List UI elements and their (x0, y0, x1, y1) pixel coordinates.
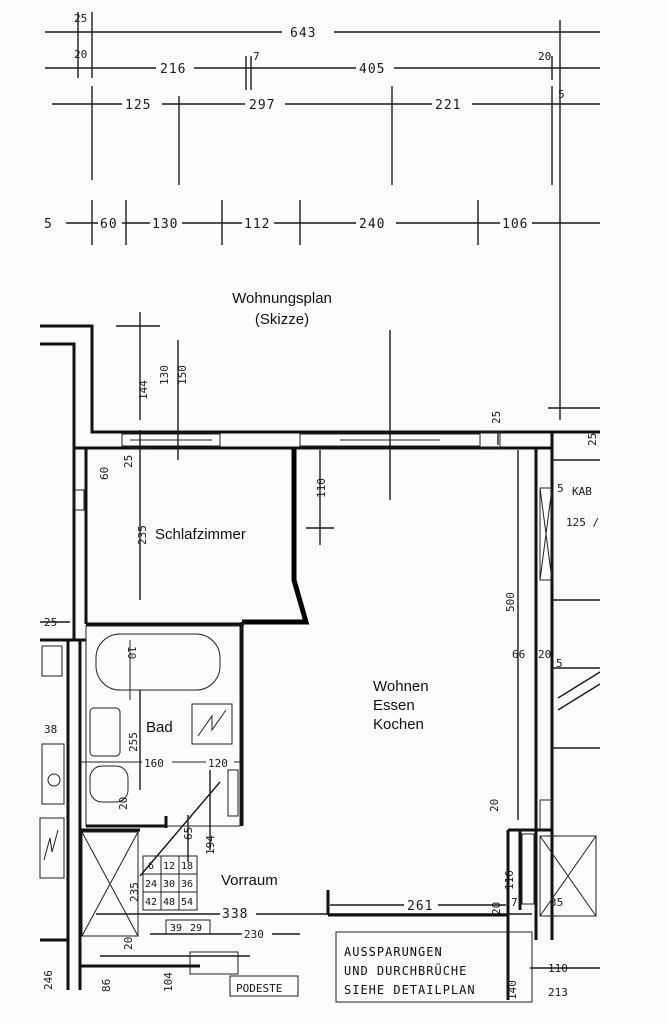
table-footer-cell: 39 (170, 923, 182, 934)
dim-643: 643 (290, 26, 316, 41)
dim-160: 160 (144, 757, 164, 770)
number-table: 6 12 18 24 30 36 42 48 54 39 29 (142, 855, 211, 935)
dim-297: 297 (249, 98, 275, 113)
dim-110-a: 110 (315, 478, 328, 498)
dim-255: 255 (127, 732, 140, 752)
lower-walls: 261 20 110 20 7 35 140 110 213 (326, 799, 600, 1000)
table-cell: 48 (163, 897, 175, 908)
hallway: 65 194 Vorraum 338 230 235 20 PODESTE 86… (80, 770, 532, 997)
dim-10: 10 (125, 646, 138, 659)
dim-150: 150 (176, 365, 189, 385)
side-label-125: 125 / (566, 516, 599, 529)
room-wohnen: Wohnen (373, 678, 429, 695)
table-cell: 54 (181, 897, 193, 908)
dimension-row-2: 20 216 7 405 20 (45, 48, 600, 90)
table-cell: 12 (163, 861, 175, 872)
dim-7-low: 7 (511, 896, 518, 909)
room-vorraum: Vorraum (221, 872, 278, 889)
dim-130-v: 130 (158, 365, 171, 385)
dim-110-b: 110 (503, 870, 516, 890)
dim-500: 500 (504, 592, 517, 612)
dim-235-hall: 235 (128, 882, 141, 902)
note-podeste: PODESTE (236, 982, 282, 995)
dimension-row-4: 5 60 130 112 240 106 (44, 200, 600, 245)
dim-66: 66 (512, 648, 525, 661)
plan-subtitle: (Skizze) (255, 311, 309, 328)
dim-5-side: 5 (557, 482, 564, 495)
table-cell: 42 (145, 897, 157, 908)
left-shaft: 25 38 246 (39, 616, 70, 990)
dim-20-low: 20 (490, 902, 503, 915)
dim-230: 230 (244, 928, 264, 941)
dim-25-v: 25 (122, 455, 135, 468)
dim-194: 194 (204, 835, 217, 855)
dim-125: 125 (125, 98, 151, 113)
dim-106: 106 (502, 217, 528, 232)
room-schlafzimmer: Schlafzimmer (155, 526, 246, 543)
table-cell: 30 (163, 879, 175, 890)
dim-25-top: 25 (74, 12, 87, 25)
dim-60-v: 60 (98, 467, 111, 480)
dim-112: 112 (244, 217, 270, 232)
side-label-kab: KAB (572, 485, 592, 498)
dim-38: 38 (44, 723, 57, 736)
bathroom: 10 255 160 120 20 Bad (80, 622, 244, 828)
table-cell: 18 (181, 861, 193, 872)
dim-246: 246 (42, 970, 55, 990)
dim-20-living: 20 (488, 799, 501, 812)
dim-20-b: 20 (538, 50, 551, 63)
room-essen: Essen (373, 697, 415, 714)
dim-235: 235 (136, 525, 149, 545)
dim-5-a: 5 (558, 88, 565, 101)
bedroom-partition (86, 448, 310, 626)
table-cell: 36 (181, 879, 193, 890)
dim-240: 240 (359, 217, 385, 232)
dim-5-right: 5 (556, 657, 563, 670)
right-cabinet: KAB 125 / 5 66 20 5 (512, 459, 601, 831)
notes-box: AUSSPARUNGEN UND DURCHBRÜCHE SIEHE DETAI… (335, 931, 533, 1003)
note-line-2: UND DURCHBRÜCHE (344, 962, 467, 978)
dim-120: 120 (208, 757, 228, 770)
dim-261: 261 (407, 899, 433, 914)
dim-60: 60 (100, 217, 118, 232)
dim-140: 140 (506, 980, 519, 1000)
dim-104: 104 (162, 972, 175, 992)
dim-25-right: 25 (490, 411, 503, 424)
dim-20-hall: 20 (122, 937, 135, 950)
dim-86: 86 (100, 979, 113, 992)
dimension-row-1: 25 643 (45, 12, 600, 48)
room-kochen: Kochen (373, 716, 424, 733)
dim-213: 213 (548, 986, 568, 999)
plan-title: Wohnungsplan (232, 290, 332, 307)
dim-7: 7 (253, 50, 260, 63)
room-bad: Bad (146, 719, 173, 736)
table-footer-cell: 29 (190, 923, 202, 934)
dim-221: 221 (435, 98, 461, 113)
dim-5-b: 5 (44, 217, 53, 232)
outer-walls (40, 324, 600, 990)
note-line-1: AUSSPARUNGEN (344, 945, 443, 959)
dim-144: 144 (137, 380, 150, 400)
dim-20-right: 20 (538, 648, 551, 661)
dim-25-edge: 25 (586, 433, 599, 446)
table-cell: 24 (145, 879, 157, 890)
dim-20-a: 20 (74, 48, 87, 61)
dim-65: 65 (182, 827, 195, 840)
table-cell: 6 (148, 861, 154, 872)
dim-338: 338 (222, 907, 248, 922)
note-line-3: SIEHE DETAILPLAN (344, 983, 476, 997)
dim-35: 35 (550, 896, 563, 909)
dimension-row-3: 125 297 221 5 (52, 86, 600, 185)
dim-405: 405 (359, 62, 385, 77)
dim-216: 216 (160, 62, 186, 77)
dim-20-bath: 20 (117, 797, 130, 810)
dim-110-right: 110 (548, 962, 568, 975)
dim-130: 130 (152, 217, 178, 232)
